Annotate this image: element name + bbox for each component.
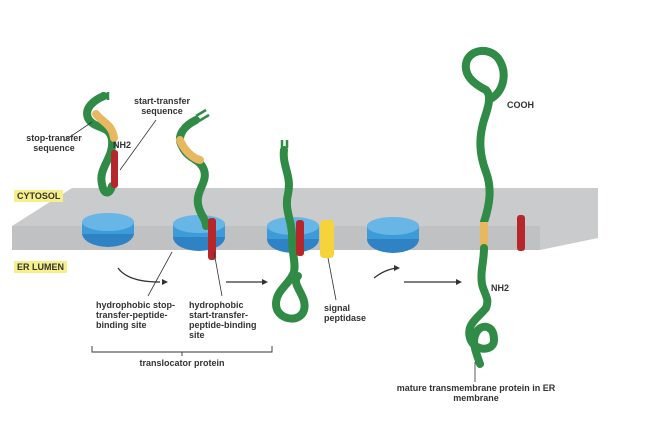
stop-transfer-label: stop-transfer sequence (26, 133, 82, 153)
leader-start-transfer (119, 119, 157, 171)
er-lumen-tag: ER LUMEN (14, 261, 67, 273)
polypeptide-5-bottom (465, 244, 499, 368)
translocator-4-top (367, 217, 419, 235)
leader-stop-site (147, 251, 173, 297)
mature-protein-label: mature transmembrane protein in ER membr… (396, 383, 556, 403)
polypeptide-1 (83, 92, 117, 197)
start-transfer-segment-2 (208, 218, 216, 260)
stop-transfer-segment-1 (92, 110, 118, 142)
stage-2 (147, 108, 225, 297)
stage-3 (267, 140, 337, 323)
signal-peptidase-label: signal peptidase (324, 303, 367, 323)
process-arrows (117, 265, 462, 285)
stage-4 (367, 217, 419, 253)
hydrophobic-stop-label: hydrophobic stop-transfer-peptide-bindin… (96, 300, 175, 330)
translocator-bracket (91, 346, 273, 353)
translocator-1-top (82, 213, 134, 231)
stop-transfer-segment-2 (176, 136, 204, 164)
hydrophobic-start-label: hydrophobic start-transfer-peptide-bindi… (189, 300, 257, 340)
start-transfer-label: start-transfer sequence (133, 96, 191, 116)
stage-5 (461, 46, 525, 382)
translocator-protein-label: translocator protein (139, 358, 225, 368)
polypeptide-3 (271, 146, 309, 323)
chain-end-2b (198, 113, 210, 123)
stop-transfer-segment-5 (480, 222, 488, 248)
leader-signal-peptidase (327, 257, 337, 301)
chain-end-2a (195, 108, 207, 118)
nh2-label-top: NH2 (113, 140, 132, 150)
signal-peptidase-shape (320, 220, 334, 258)
polypeptide-5-top (461, 46, 508, 226)
cooh-label: COOH (507, 100, 534, 110)
nh2-label-right: NH2 (491, 283, 510, 293)
stage-1 (63, 92, 157, 247)
cytosol-tag: CYTOSOL (14, 190, 64, 202)
start-transfer-segment-3 (296, 220, 304, 256)
start-transfer-segment-5 (517, 215, 525, 251)
start-transfer-segment-1 (111, 150, 118, 188)
leader-start-site (213, 251, 223, 297)
leader-stop-transfer (63, 121, 93, 142)
